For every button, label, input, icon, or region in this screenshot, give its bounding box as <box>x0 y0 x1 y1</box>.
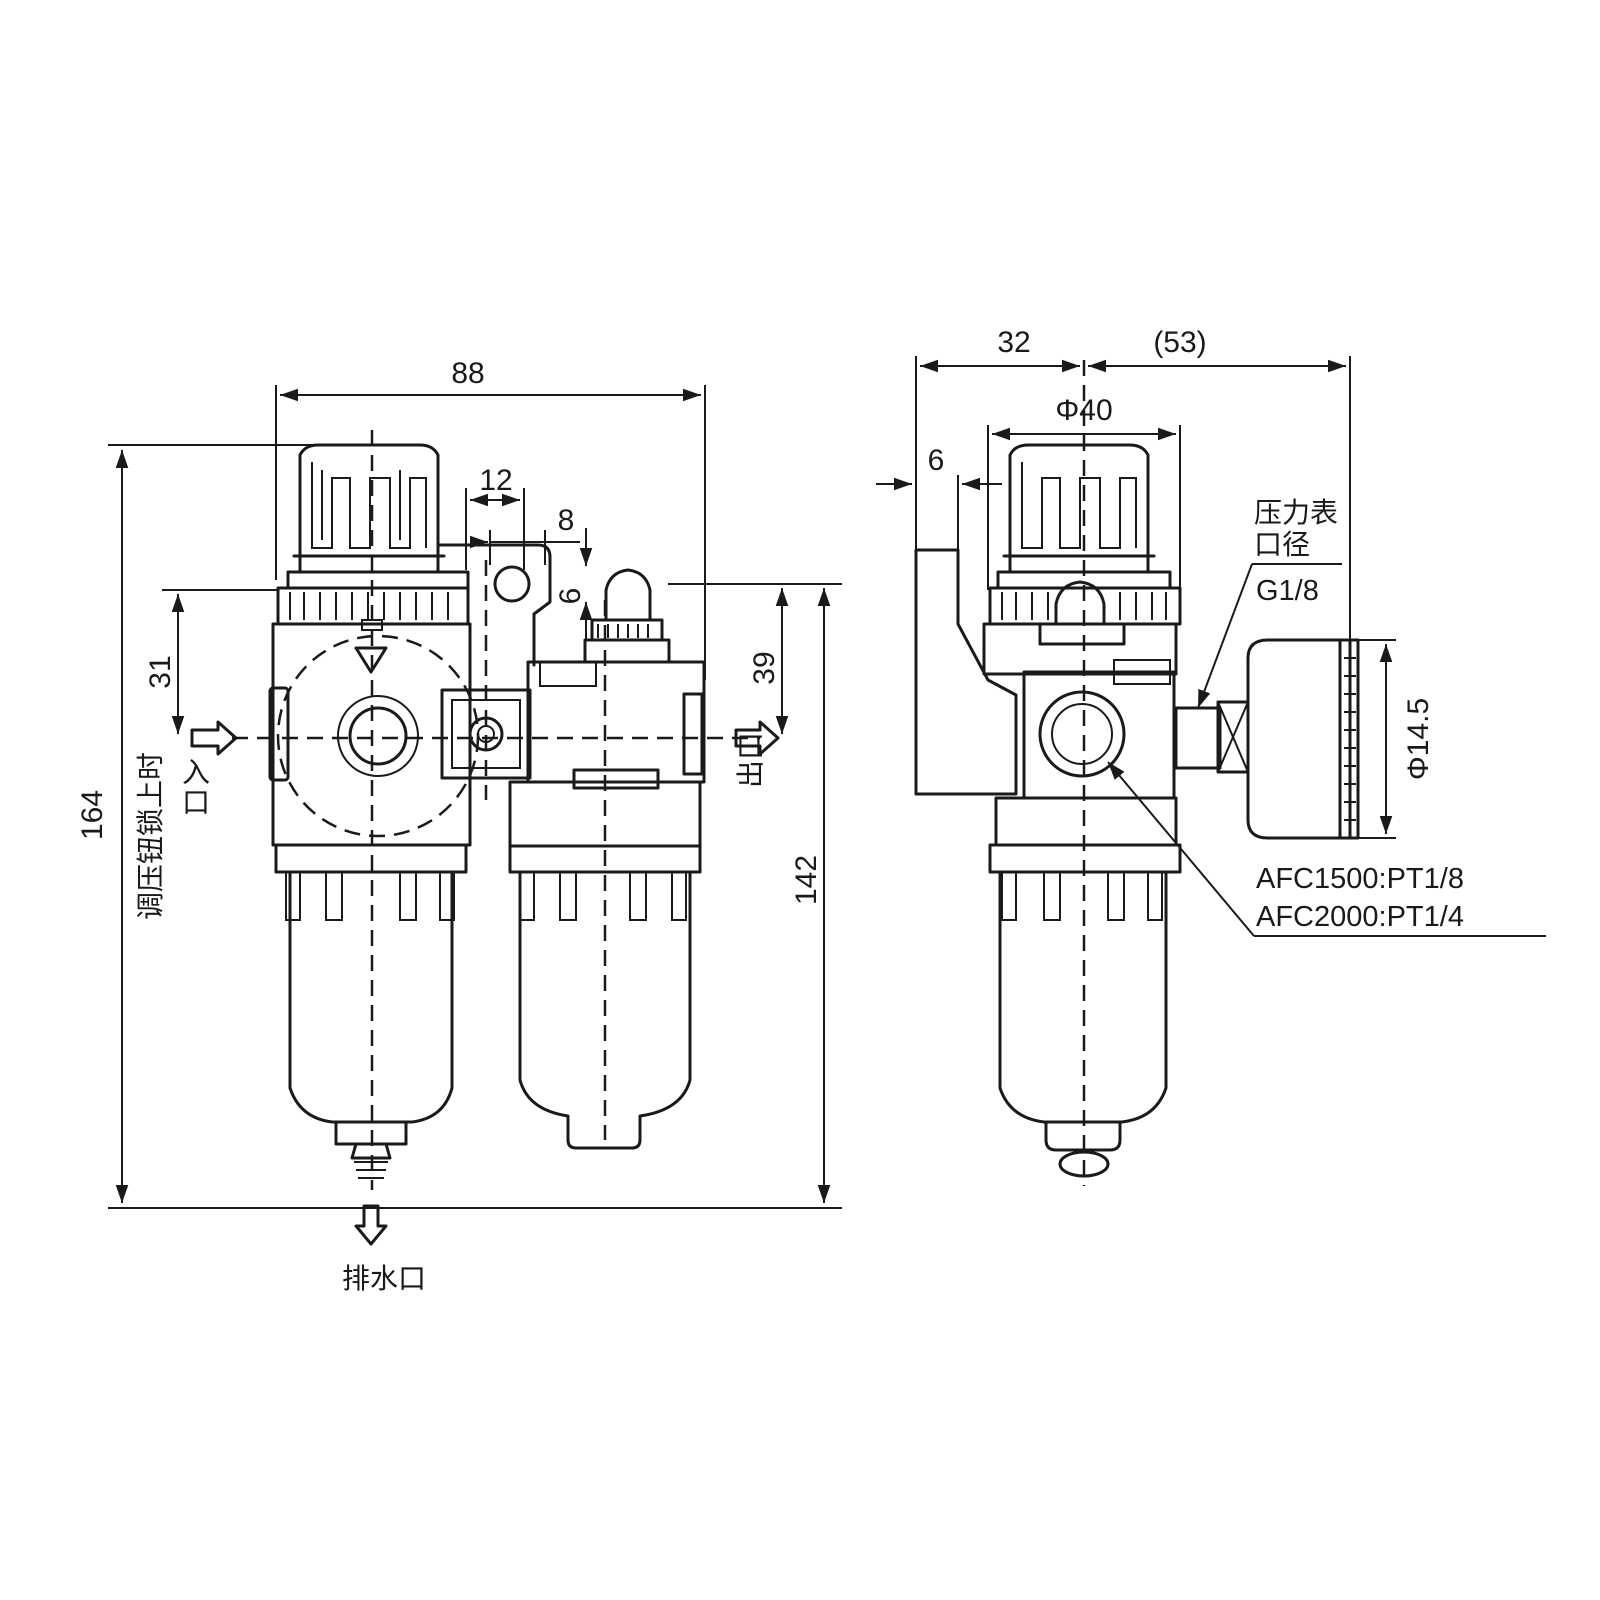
pressure-gauge <box>1246 638 1360 840</box>
lock-note-label: 调压钮锁上时 <box>134 752 167 920</box>
dim-88-label: 88 <box>451 357 484 390</box>
outlet-arrow-icon <box>734 720 780 756</box>
port-spec-leader <box>1107 761 1546 937</box>
dim-6-front-label: 6 <box>554 588 587 605</box>
dim-53-label: (53) <box>1153 326 1206 359</box>
dim-12 <box>465 488 525 570</box>
dim-6-side-label: 6 <box>928 444 945 477</box>
gauge-port-leader <box>1197 563 1342 709</box>
drain-label: 排水口 <box>342 1262 426 1295</box>
dim-32-label: 32 <box>997 326 1030 359</box>
dim-12-label: 12 <box>479 464 512 497</box>
inlet-arrow-icon <box>190 720 238 756</box>
gauge-port-label-1: 压力表 <box>1254 496 1338 529</box>
side-mounting-bracket <box>914 548 1018 796</box>
port-spec-1: AFC1500:PT1/8 <box>1256 863 1464 895</box>
side-view: 32 (53) Φ40 6 压力表 口径 G1/8 Φ14.5 <box>876 326 1546 1186</box>
dim-phi40-label: Φ40 <box>1055 394 1112 427</box>
regulator-body <box>268 619 480 847</box>
port-spec-2: AFC2000:PT1/4 <box>1256 901 1464 933</box>
outlet-label: 出口 <box>734 732 767 788</box>
lubricator-bowl <box>508 600 702 1150</box>
dim-88 <box>275 385 706 680</box>
lubricator-unit <box>438 543 706 1150</box>
adjustment-knob <box>286 443 470 590</box>
dim-31-label: 31 <box>144 655 177 688</box>
inlet-label: 入口 <box>182 756 210 819</box>
mounting-hole <box>493 565 531 603</box>
gauge-port-size-label: G1/8 <box>1256 575 1319 607</box>
mounting-bracket <box>438 543 552 667</box>
dim-142 <box>395 588 842 1209</box>
oil-drip-cap <box>583 568 671 664</box>
dim-6-side <box>876 475 1002 550</box>
dim-142-label: 142 <box>790 855 823 905</box>
dim-164 <box>108 444 395 1209</box>
dim-31 <box>162 589 278 734</box>
filter-bowl <box>274 430 468 1190</box>
dim-164-label: 164 <box>76 790 109 840</box>
dim-39 <box>668 583 842 734</box>
side-body <box>982 622 1250 800</box>
dim-32-53 <box>915 356 1351 640</box>
drain-arrow-icon <box>354 1204 388 1246</box>
front-view: 88 164 调压钮锁上时 31 12 8 <box>76 357 842 1295</box>
dim-phi14-5 <box>1356 639 1396 839</box>
dim-8-label: 8 <box>558 504 575 537</box>
gauge-port-label-2: 口径 <box>1254 528 1310 561</box>
dim-phi14-5-label: Φ14.5 <box>1402 698 1435 780</box>
dim-phi40 <box>987 425 1181 590</box>
dim-8 <box>470 530 580 565</box>
lubricator-body <box>508 660 706 848</box>
dim-39-label: 39 <box>748 651 781 684</box>
